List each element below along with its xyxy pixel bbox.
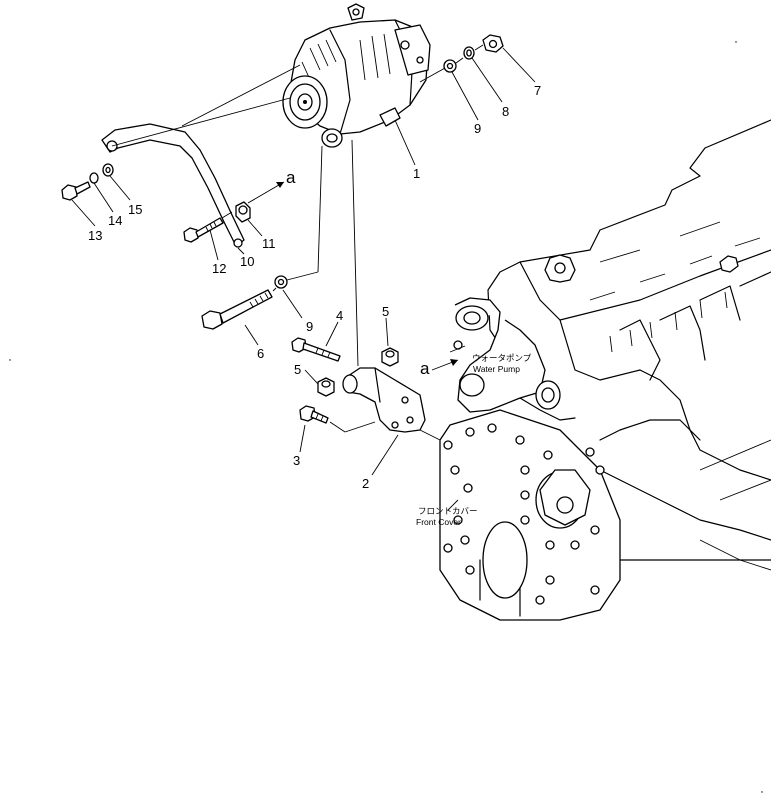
callout-1: 1 bbox=[413, 166, 420, 181]
mounting-bracket bbox=[342, 367, 426, 433]
reference-arrow-lower bbox=[431, 359, 459, 371]
callout-7: 7 bbox=[534, 83, 541, 98]
callout-9-upper: 9 bbox=[474, 121, 481, 136]
speck bbox=[735, 41, 737, 43]
reference-a-upper: a bbox=[286, 168, 296, 187]
adjusting-bracket bbox=[101, 123, 245, 247]
lock-washer-14 bbox=[89, 172, 99, 184]
callout-8: 8 bbox=[502, 104, 509, 119]
engine-block bbox=[487, 119, 771, 571]
bolt-3 bbox=[299, 405, 329, 424]
callout-14: 14 bbox=[108, 213, 122, 228]
water-pump-label-en: Water Pump bbox=[473, 364, 520, 374]
callout-5-lower: 5 bbox=[294, 362, 301, 377]
callout-12: 12 bbox=[212, 261, 226, 276]
front-cover bbox=[439, 409, 621, 621]
callout-15: 15 bbox=[128, 202, 142, 217]
speck bbox=[761, 791, 763, 793]
alternator bbox=[282, 3, 431, 148]
assembly-lines bbox=[111, 44, 484, 441]
speck bbox=[9, 359, 11, 361]
bolt-12 bbox=[183, 217, 224, 243]
callout-6: 6 bbox=[257, 346, 264, 361]
callout-2: 2 bbox=[362, 476, 369, 491]
bolt-4 bbox=[291, 337, 341, 362]
callout-leaders bbox=[71, 47, 536, 511]
callout-4: 4 bbox=[336, 308, 343, 323]
reference-a-lower: a bbox=[420, 359, 430, 378]
callout-10: 10 bbox=[240, 254, 254, 269]
reference-arrow-upper bbox=[247, 181, 285, 204]
callout-11: 11 bbox=[262, 236, 276, 251]
callout-3: 3 bbox=[293, 453, 300, 468]
front-cover-label-jp: フロントカバー bbox=[418, 506, 478, 516]
callout-9-lower: 9 bbox=[306, 319, 313, 334]
callout-5-upper: 5 bbox=[382, 304, 389, 319]
bolt-6 bbox=[201, 289, 273, 330]
front-cover-label-en: Front Cover bbox=[416, 517, 461, 527]
front-cover-bolts bbox=[443, 423, 605, 605]
water-pump-label-jp: ウォータポンプ bbox=[472, 353, 532, 363]
water-pump bbox=[453, 297, 561, 413]
callout-numbers: 1 2 3 4 5 5 6 7 8 9 9 10 11 12 13 14 15 bbox=[88, 83, 541, 491]
callout-13: 13 bbox=[88, 228, 102, 243]
bolt-13 bbox=[61, 181, 91, 201]
